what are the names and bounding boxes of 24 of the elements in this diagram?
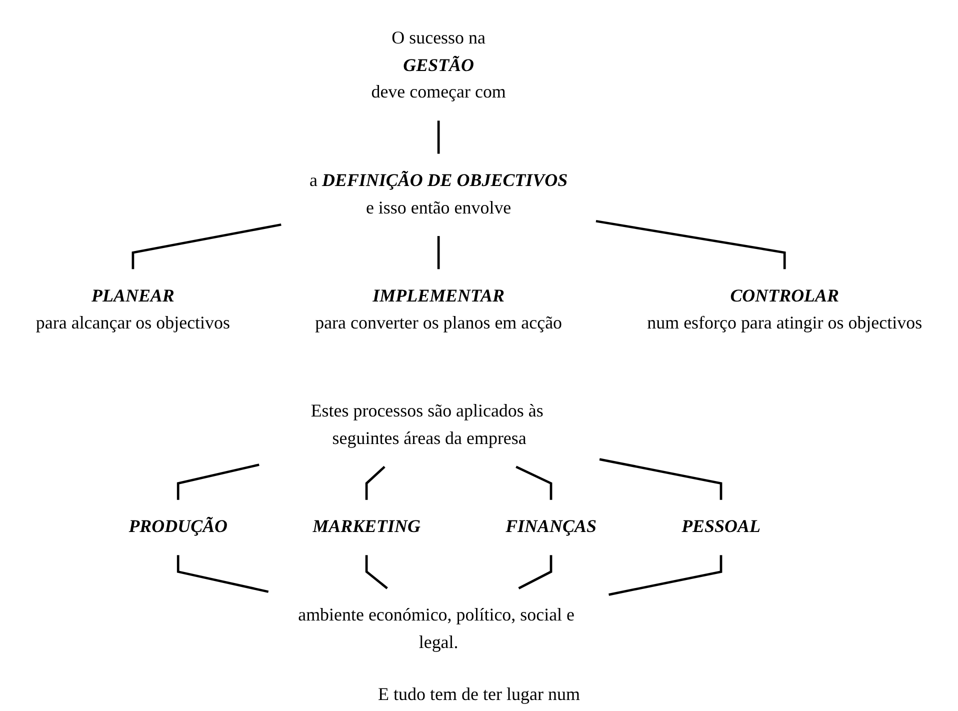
connector bbox=[596, 220, 786, 270]
node-text: ambiente económico, político, social e legal. bbox=[298, 605, 575, 652]
connector bbox=[437, 120, 440, 154]
connector bbox=[365, 555, 388, 590]
node-text: a DEFINIÇÃO DE OBJECTIVOS e isso então envolve bbox=[310, 170, 568, 218]
node-text: PLANEAR para alcançar os objectivos bbox=[36, 286, 230, 333]
connector bbox=[437, 236, 440, 270]
connector bbox=[176, 555, 269, 593]
node-text: FINANÇAS bbox=[506, 516, 596, 537]
node-text: Estes processos são aplicados às seguintes áreas da empresa bbox=[310, 402, 544, 448]
node-text: O sucesso na GESTÃO deve começar com bbox=[371, 28, 506, 102]
note-text: E tudo tem de ter lugar num bbox=[378, 684, 580, 705]
node-text: PESSOAL bbox=[682, 516, 760, 537]
connector bbox=[176, 464, 260, 500]
connector bbox=[365, 466, 386, 500]
connector bbox=[599, 458, 722, 500]
connector bbox=[132, 223, 282, 270]
node-text: PRODUÇÃO bbox=[128, 516, 228, 537]
node-text: CONTROLAR num esforço para atingir os objectivos bbox=[647, 286, 922, 333]
node-text: IMPLEMENTAR para converter os planos em acção bbox=[315, 286, 562, 333]
connector bbox=[608, 555, 722, 596]
connector bbox=[518, 555, 552, 590]
connector bbox=[516, 466, 552, 500]
node-text: MARKETING bbox=[312, 516, 420, 537]
